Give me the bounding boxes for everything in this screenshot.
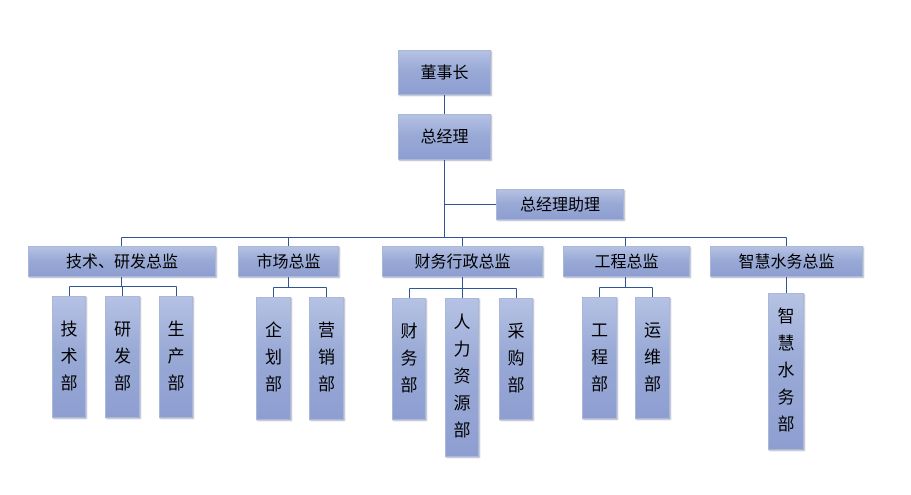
department-label: 工程部 [591, 320, 608, 395]
department-label: 研发部 [114, 319, 131, 394]
director-box-1: 技术、研发总监 [28, 246, 216, 277]
department-box: 营销部 [309, 297, 344, 420]
department-box: 智慧水务部 [768, 293, 804, 450]
general-manager-box: 总经理 [398, 114, 491, 160]
department-box: 运维部 [635, 297, 670, 419]
department-box: 企划部 [256, 297, 291, 420]
chairman-box: 董事长 [398, 50, 491, 95]
department-box: 技术部 [52, 296, 86, 418]
department-box: 工程部 [582, 297, 617, 419]
department-box: 人力资源部 [445, 298, 479, 457]
director-label-1: 技术、研发总监 [65, 251, 178, 271]
department-label: 技术部 [60, 319, 78, 394]
department-label: 智慧水务部 [777, 307, 795, 435]
department-box: 采购部 [499, 298, 533, 420]
gm-assistant-label: 总经理助理 [519, 194, 600, 214]
director-box-4: 工程总监 [563, 246, 690, 277]
department-box: 研发部 [105, 296, 140, 418]
director-label-4: 工程总监 [594, 251, 659, 271]
department-label: 采购部 [507, 321, 525, 396]
department-label: 企划部 [265, 321, 282, 395]
director-label-2: 市场总监 [256, 251, 321, 271]
general-manager-label: 总经理 [420, 127, 469, 146]
department-label: 生产部 [167, 319, 185, 394]
chairman-label: 董事长 [420, 62, 469, 82]
department-label: 营销部 [318, 321, 335, 395]
director-label-5: 智慧水务总监 [738, 251, 835, 271]
department-box: 财务部 [392, 298, 426, 420]
director-label-3: 财务行政总监 [414, 251, 511, 271]
department-label: 财务部 [400, 321, 418, 396]
director-box-5: 智慧水务总监 [710, 246, 863, 277]
director-box-2: 市场总监 [238, 246, 339, 277]
department-label: 运维部 [644, 320, 661, 395]
gm-assistant-box: 总经理助理 [496, 189, 624, 220]
department-box: 生产部 [159, 296, 193, 418]
director-box-3: 财务行政总监 [382, 246, 543, 277]
department-label: 人力资源部 [453, 313, 471, 441]
